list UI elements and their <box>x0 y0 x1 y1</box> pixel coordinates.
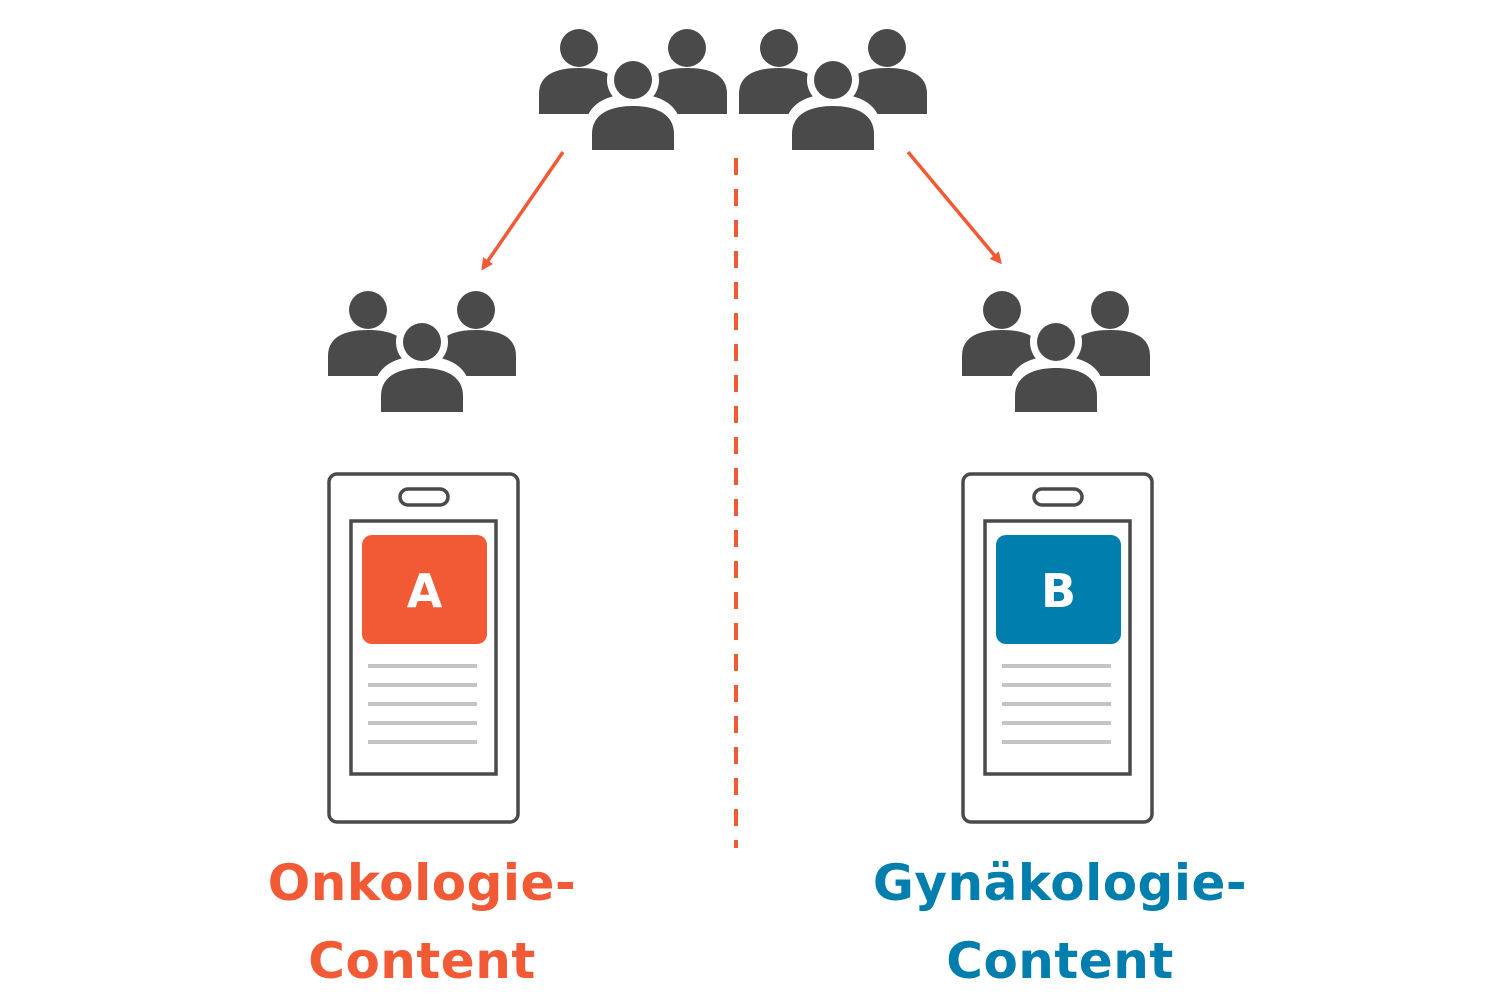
variant-a-letter: A <box>407 564 443 618</box>
smartphone-b-icon: B <box>961 472 1154 824</box>
variant-a-label-line1: Onkologie- <box>267 854 577 912</box>
variant-a-label-line2: Content <box>308 932 536 990</box>
arrow-to-segment-a <box>481 151 565 271</box>
variant-a-block <box>362 535 487 644</box>
variant-b-label-line2: Content <box>946 932 1174 990</box>
variant-a-label: Onkologie- Content <box>212 844 632 1000</box>
audience-users-icon <box>539 29 927 150</box>
content-lines-b <box>1002 664 1111 744</box>
variant-b-block <box>996 535 1121 644</box>
variant-b-label-line1: Gynäkologie- <box>872 854 1248 912</box>
variant-b-label: Gynäkologie- Content <box>850 844 1270 1000</box>
smartphone-a-icon: A <box>327 472 520 824</box>
segment-a-users-icon <box>328 291 516 412</box>
content-lines-a <box>368 664 477 744</box>
segment-b-users-icon <box>962 291 1150 412</box>
arrow-to-segment-b <box>906 150 1002 265</box>
variant-b-letter: B <box>1041 564 1076 618</box>
